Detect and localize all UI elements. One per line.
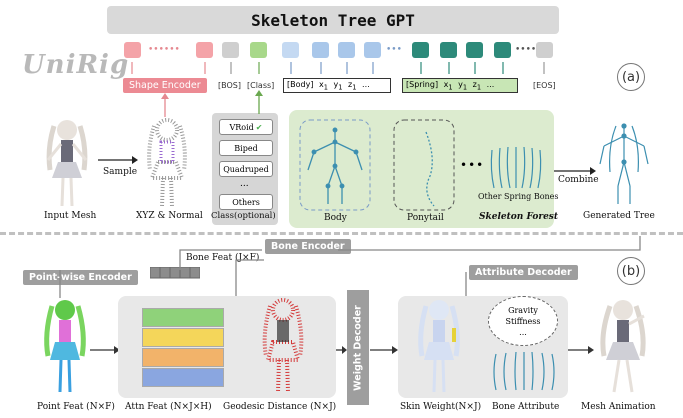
eos-token: [EOS] <box>533 81 556 90</box>
other-spring-caption: Other Spring Bones <box>478 192 559 201</box>
body-token-group: [Body] x1 y1 z1 ... <box>283 78 391 93</box>
spring-y: y1 <box>458 80 467 89</box>
body-caption: Body <box>324 213 347 223</box>
generated-tree-figure <box>596 116 652 208</box>
label-a: (a) <box>617 63 645 91</box>
svg-text:••••: •••• <box>515 45 536 55</box>
input-mesh-caption: Input Mesh <box>44 211 96 221</box>
body-skeleton <box>298 118 372 214</box>
point-feat-figure <box>40 298 90 396</box>
shape-encoder-label: Shape Encoder <box>123 78 207 93</box>
body-y: y1 <box>334 80 343 89</box>
class-caption: Class(optional) <box>211 211 276 221</box>
spring-token: [Spring] <box>406 80 438 89</box>
class-biped[interactable]: Biped <box>219 140 273 156</box>
geodesic-caption: Geodesic Distance (N×J) <box>223 402 336 412</box>
spring-token-group: [Spring] x1 y1 z1 ... <box>402 78 518 93</box>
bos-token: [BOS] <box>218 81 241 90</box>
weight-decoder-block: Weight Decoder <box>347 290 369 405</box>
bone-attribute-figure <box>488 350 560 394</box>
body-more: ... <box>362 80 370 89</box>
bone-attribute-caption: Bone Attribute <box>492 402 559 412</box>
body-x: x1 <box>319 80 328 89</box>
mesh-animation-figure <box>596 298 650 396</box>
other-spring-bones <box>486 144 548 190</box>
check-icon: ✔ <box>256 123 263 132</box>
attribute-bubble: Gravity Stiffness ... <box>488 296 558 346</box>
input-mesh-figure <box>44 118 90 208</box>
to-attn-arrow <box>90 345 120 355</box>
geodesic-figure <box>258 298 308 396</box>
bubble-more: ... <box>519 327 527 338</box>
xyz-normal-caption: XYZ & Normal <box>136 211 203 221</box>
gravity-text: Gravity <box>508 305 538 316</box>
skeleton-tree-gpt-banner: Skeleton Tree GPT <box>107 6 559 34</box>
xyz-normal-figure <box>144 118 190 208</box>
spring-x: x1 <box>444 80 453 89</box>
attn-layer-blue <box>142 368 224 387</box>
attn-feat-caption: Attn Feat (N×J×H) <box>125 402 212 412</box>
stiffness-text: Stiffness <box>505 316 540 327</box>
class-panel: VRoid ✔ Biped Quadruped ... Others <box>212 113 278 225</box>
skin-weight-caption: Skin Weight(N×J) <box>400 402 481 412</box>
shape-encoder-arrow <box>160 93 170 117</box>
class-more: ... <box>240 179 249 189</box>
class-vroid[interactable]: VRoid ✔ <box>219 119 273 135</box>
point-feat-caption: Point Feat (N×F) <box>37 402 115 412</box>
forest-ellipsis: ••• <box>460 158 484 172</box>
section-divider <box>0 232 683 235</box>
spring-z: z1 <box>473 80 481 89</box>
ponytail-skeleton <box>392 118 456 214</box>
bottom-connectors <box>0 236 683 306</box>
class-token: [Class] <box>247 81 274 90</box>
class-to-token-arrow <box>254 90 264 114</box>
sample-arrow <box>98 155 138 165</box>
token-arrows <box>110 60 570 80</box>
body-token: [Body] <box>287 80 313 89</box>
sample-label: Sample <box>103 167 137 177</box>
skin-weight-figure <box>412 298 466 396</box>
combine-label: Combine <box>558 175 599 185</box>
svg-text:••••••: •••••• <box>148 45 180 55</box>
attn-layer-yellow <box>142 328 224 347</box>
class-quadruped[interactable]: Quadruped <box>219 161 273 177</box>
from-weight-arrow <box>370 345 398 355</box>
attn-layer-orange <box>142 348 224 367</box>
mesh-animation-caption: Mesh Animation <box>581 402 656 412</box>
class-others[interactable]: Others <box>219 194 273 210</box>
generated-tree-caption: Generated Tree <box>583 211 655 221</box>
to-animation-arrow <box>568 345 594 355</box>
attn-layer-green <box>142 308 224 327</box>
svg-text:•••: ••• <box>386 45 402 55</box>
ponytail-caption: Ponytail <box>407 213 444 223</box>
spring-more: ... <box>487 80 495 89</box>
body-z: z1 <box>348 80 356 89</box>
skeleton-forest-caption: Skeleton Forest <box>479 212 558 222</box>
